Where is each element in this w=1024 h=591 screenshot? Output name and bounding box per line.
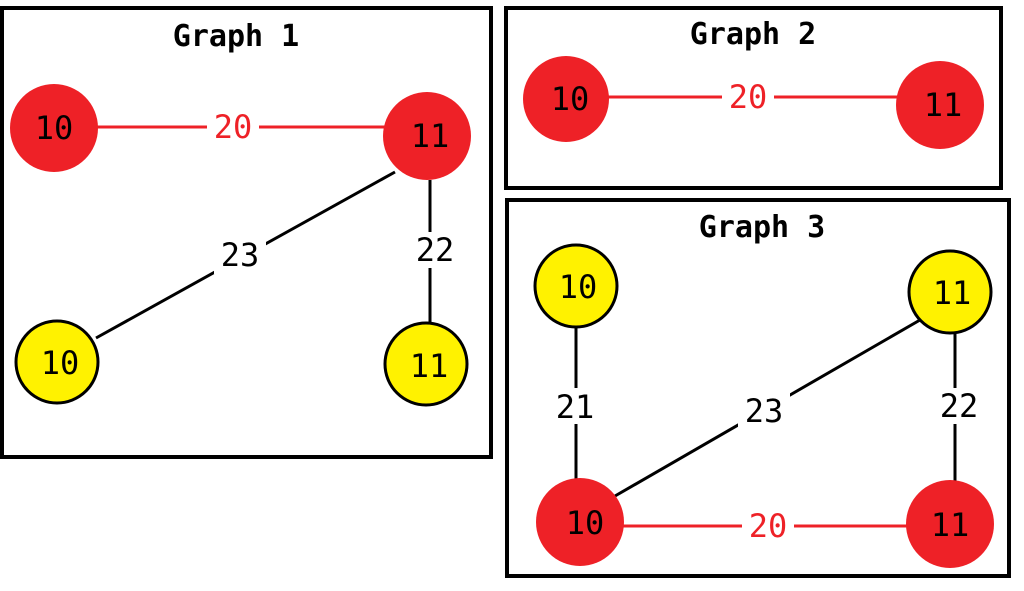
- graph-2-node-red-10: 10: [523, 56, 609, 142]
- graph-3-edge-10-11-red: 20: [620, 507, 910, 545]
- graph-3-node-yellow-11: 11: [907, 249, 993, 335]
- graph-1-panel: Graph 1 20 23 22 10 11 10: [0, 6, 493, 459]
- node-label: 11: [410, 347, 449, 385]
- graph-1-node-red-10: 10: [10, 84, 98, 172]
- graph-1-edge-10-11-red: 20: [95, 108, 385, 146]
- graph-3-panel: Graph 3 21 23 22 20 10 11: [505, 198, 1011, 578]
- graph-3-frame: [505, 198, 1011, 578]
- node-label: 10: [35, 109, 74, 147]
- graph-3-edge-label: 22: [940, 387, 979, 425]
- node-label: 11: [924, 86, 963, 124]
- graph-1-node-yellow-11: 11: [383, 321, 469, 407]
- node-label: 11: [411, 117, 450, 155]
- node-label: 10: [566, 504, 605, 542]
- graph-2-edge-label: 20: [729, 78, 768, 116]
- graph-2-edge-10-11-red: 20: [605, 78, 900, 116]
- node-label: 11: [931, 506, 970, 544]
- node-label: 10: [559, 268, 598, 306]
- graph-2-title: Graph 2: [690, 17, 816, 52]
- node-label: 10: [41, 344, 80, 382]
- graph-3-node-red-11: 11: [906, 480, 994, 568]
- graph-3-edge-label: 23: [745, 392, 784, 430]
- graph-3-edge-label: 20: [749, 507, 788, 545]
- graph-3-edge-10-10: 21: [549, 326, 601, 480]
- graph-1-edge-label: 23: [221, 236, 260, 274]
- graph-2-node-red-11: 11: [896, 61, 984, 149]
- node-label: 10: [551, 80, 590, 118]
- graph-1-edge-label: 22: [416, 231, 455, 269]
- graph-3-node-red-10: 10: [536, 478, 624, 566]
- graph-2-panel: Graph 2 20 10 11: [504, 6, 1003, 190]
- graph-1-title: Graph 1: [173, 19, 299, 54]
- graph-1-edge-11-10: 23: [95, 170, 396, 340]
- graph-3-node-yellow-10: 10: [533, 243, 619, 329]
- graph-3-title: Graph 3: [699, 210, 825, 245]
- graph-3-edge-label: 21: [556, 388, 595, 426]
- graph-1-node-red-11: 11: [383, 92, 471, 180]
- graph-1-frame: [0, 6, 493, 459]
- graph-1-edge-11-11: 22: [410, 180, 462, 325]
- graph-3-edge-11-11: 22: [933, 334, 985, 485]
- graph-1-edge-label: 20: [214, 108, 253, 146]
- graph-3-edge-11-10: 23: [614, 318, 921, 498]
- graph-2-frame: [504, 6, 1003, 190]
- node-label: 11: [933, 274, 972, 312]
- graph-1-node-yellow-10: 10: [14, 319, 100, 405]
